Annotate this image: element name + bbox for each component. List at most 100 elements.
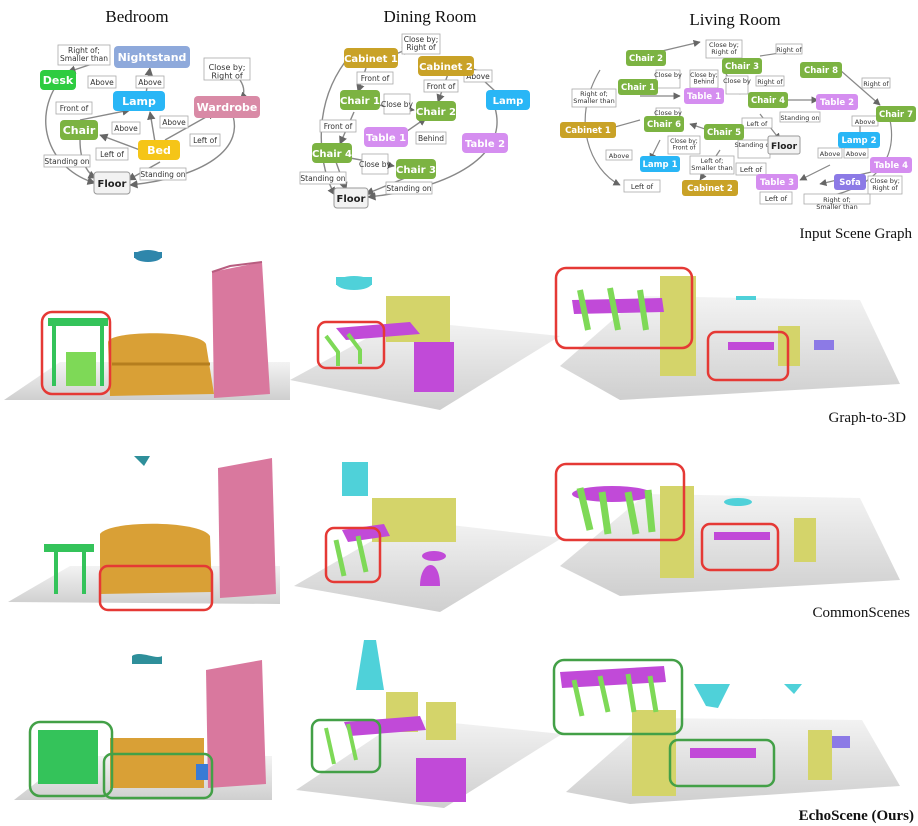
- node-table-1: Table 1: [366, 133, 406, 144]
- edge-label: Above: [138, 78, 162, 87]
- node-lamp-2: Lamp 2: [842, 136, 877, 146]
- node-lamp-1: Lamp 1: [643, 160, 678, 170]
- scene-graph-bedroom: Right of;Smaller than Close by;Right of …: [40, 44, 260, 195]
- node-table-3: Table 3: [760, 178, 794, 188]
- node-floor: Floor: [337, 194, 366, 205]
- highlight-box: [98, 564, 214, 612]
- edge-label: Close by;Behind: [690, 72, 718, 86]
- edge-label: Right of: [757, 78, 783, 86]
- node-lamp: Lamp: [493, 96, 524, 107]
- node-cabinet-2: Cabinet 2: [419, 62, 473, 73]
- edge-label: Close by: [723, 77, 751, 85]
- edge-label: Front of: [324, 122, 353, 131]
- highlight-box: [554, 462, 686, 542]
- edge-label: Above: [114, 124, 138, 133]
- node-chair-1: Chair 1: [340, 96, 380, 107]
- edge-label: Right of: [776, 46, 802, 54]
- render-echoscene-bedroom: [14, 654, 272, 800]
- node-sofa: Sofa: [839, 178, 861, 188]
- row-label-echoscene: EchoScene (Ours): [799, 808, 914, 824]
- edge-label: Standing on: [44, 157, 89, 166]
- edge-label: Right of;Smaller than: [60, 46, 108, 63]
- node-chair-4: Chair 4: [312, 149, 352, 160]
- node-chair-6: Chair 6: [647, 120, 681, 130]
- render-echoscene-dining: [296, 640, 562, 808]
- edge-label: Front of: [361, 74, 390, 83]
- row-label-graph-to-3d: Graph-to-3D: [829, 410, 907, 426]
- node-chair-2: Chair 2: [416, 107, 456, 118]
- render-commonscenes-bedroom: [8, 456, 280, 612]
- row-label-input-scene-graph: Input Scene Graph: [800, 226, 913, 242]
- scene-graph-dining: Close by;Right of Front of Above Close b…: [299, 33, 530, 209]
- edge-label: Right of: [863, 80, 889, 88]
- highlight-box: [40, 310, 112, 396]
- edge-label: Close by;Right of: [209, 63, 246, 81]
- node-nightstand: Nightstand: [118, 51, 187, 64]
- render-graph-to-3d-dining: [290, 276, 560, 410]
- row-label-commonscenes: CommonScenes: [813, 605, 911, 621]
- node-table-1: Table 1: [687, 92, 721, 102]
- edge-label: Standing on: [780, 114, 819, 122]
- highlight-box: [706, 330, 790, 382]
- node-floor: Floor: [771, 142, 798, 152]
- edge-label: Close by;Right of: [870, 177, 900, 192]
- node-table-4: Table 4: [874, 161, 908, 171]
- edge-label: Close by;Front of: [670, 138, 698, 152]
- edge-label: Above: [609, 152, 629, 160]
- render-echoscene-living: [552, 658, 900, 804]
- node-desk: Desk: [43, 74, 74, 87]
- edge-label: Right of;Smaller than: [816, 196, 858, 211]
- edge-label: Front of: [427, 82, 456, 91]
- render-commonscenes-dining: [294, 462, 562, 612]
- highlight-box: [310, 718, 382, 774]
- edge-label: Behind: [418, 134, 444, 143]
- edge-label: Close by;Right of: [404, 35, 439, 52]
- edge-label: Left of;Smaller than: [691, 157, 733, 172]
- edge-label: Above: [820, 150, 840, 158]
- edge-label: Left of: [747, 120, 768, 128]
- edge-label: Front of: [60, 104, 89, 113]
- node-cabinet-1: Cabinet 1: [344, 54, 398, 65]
- node-chair-2: Chair 2: [629, 54, 663, 64]
- edge-label: Left of: [631, 183, 654, 191]
- highlight-box: [700, 522, 780, 572]
- node-table-2: Table 2: [820, 98, 854, 108]
- scene-graph-living: Close by;Right of Right of Right of;Smal…: [560, 39, 916, 211]
- edge-label: Above: [846, 150, 866, 158]
- edge-label: Left of: [100, 150, 124, 159]
- node-cabinet-2: Cabinet 2: [687, 184, 733, 194]
- edge-label: Close by: [381, 100, 414, 109]
- node-lamp: Lamp: [122, 95, 156, 108]
- node-chair-3: Chair 3: [396, 165, 436, 176]
- edge-label: Left of: [193, 136, 217, 145]
- node-chair-8: Chair 8: [804, 66, 838, 76]
- edge-label: Above: [162, 118, 186, 127]
- node-wardrobe: Wardrobe: [197, 101, 258, 114]
- highlight-box: [102, 752, 214, 800]
- render-commonscenes-living: [554, 462, 900, 596]
- node-cabinet-1: Cabinet 1: [565, 126, 611, 136]
- edge-label: Close by: [359, 160, 392, 169]
- edge-label: Above: [855, 118, 875, 126]
- highlight-box: [28, 720, 114, 798]
- edge-label: Standing on: [734, 141, 773, 149]
- node-chair: Chair: [63, 124, 96, 137]
- node-chair-3: Chair 3: [725, 62, 759, 72]
- node-chair-5: Chair 5: [707, 128, 741, 138]
- edge-label: Left of: [740, 166, 763, 174]
- node-table-2: Table 2: [465, 139, 505, 150]
- render-graph-to-3d-bedroom: [4, 250, 290, 400]
- edge-label: Standing on: [140, 170, 185, 179]
- edge-label: Above: [466, 72, 490, 81]
- column-title-bedroom: Bedroom: [105, 7, 168, 26]
- node-chair-7: Chair 7: [879, 110, 913, 120]
- node-chair-1: Chair 1: [621, 83, 655, 93]
- column-title-living: Living Room: [689, 10, 780, 29]
- highlight-box: [552, 658, 684, 736]
- edge-label: Close by: [654, 109, 682, 117]
- edge-label: Close by;Right of: [709, 41, 739, 56]
- edge-label: Right of;Smaller than: [573, 90, 615, 105]
- node-floor: Floor: [98, 179, 127, 190]
- edge-label: Standing on: [300, 174, 345, 183]
